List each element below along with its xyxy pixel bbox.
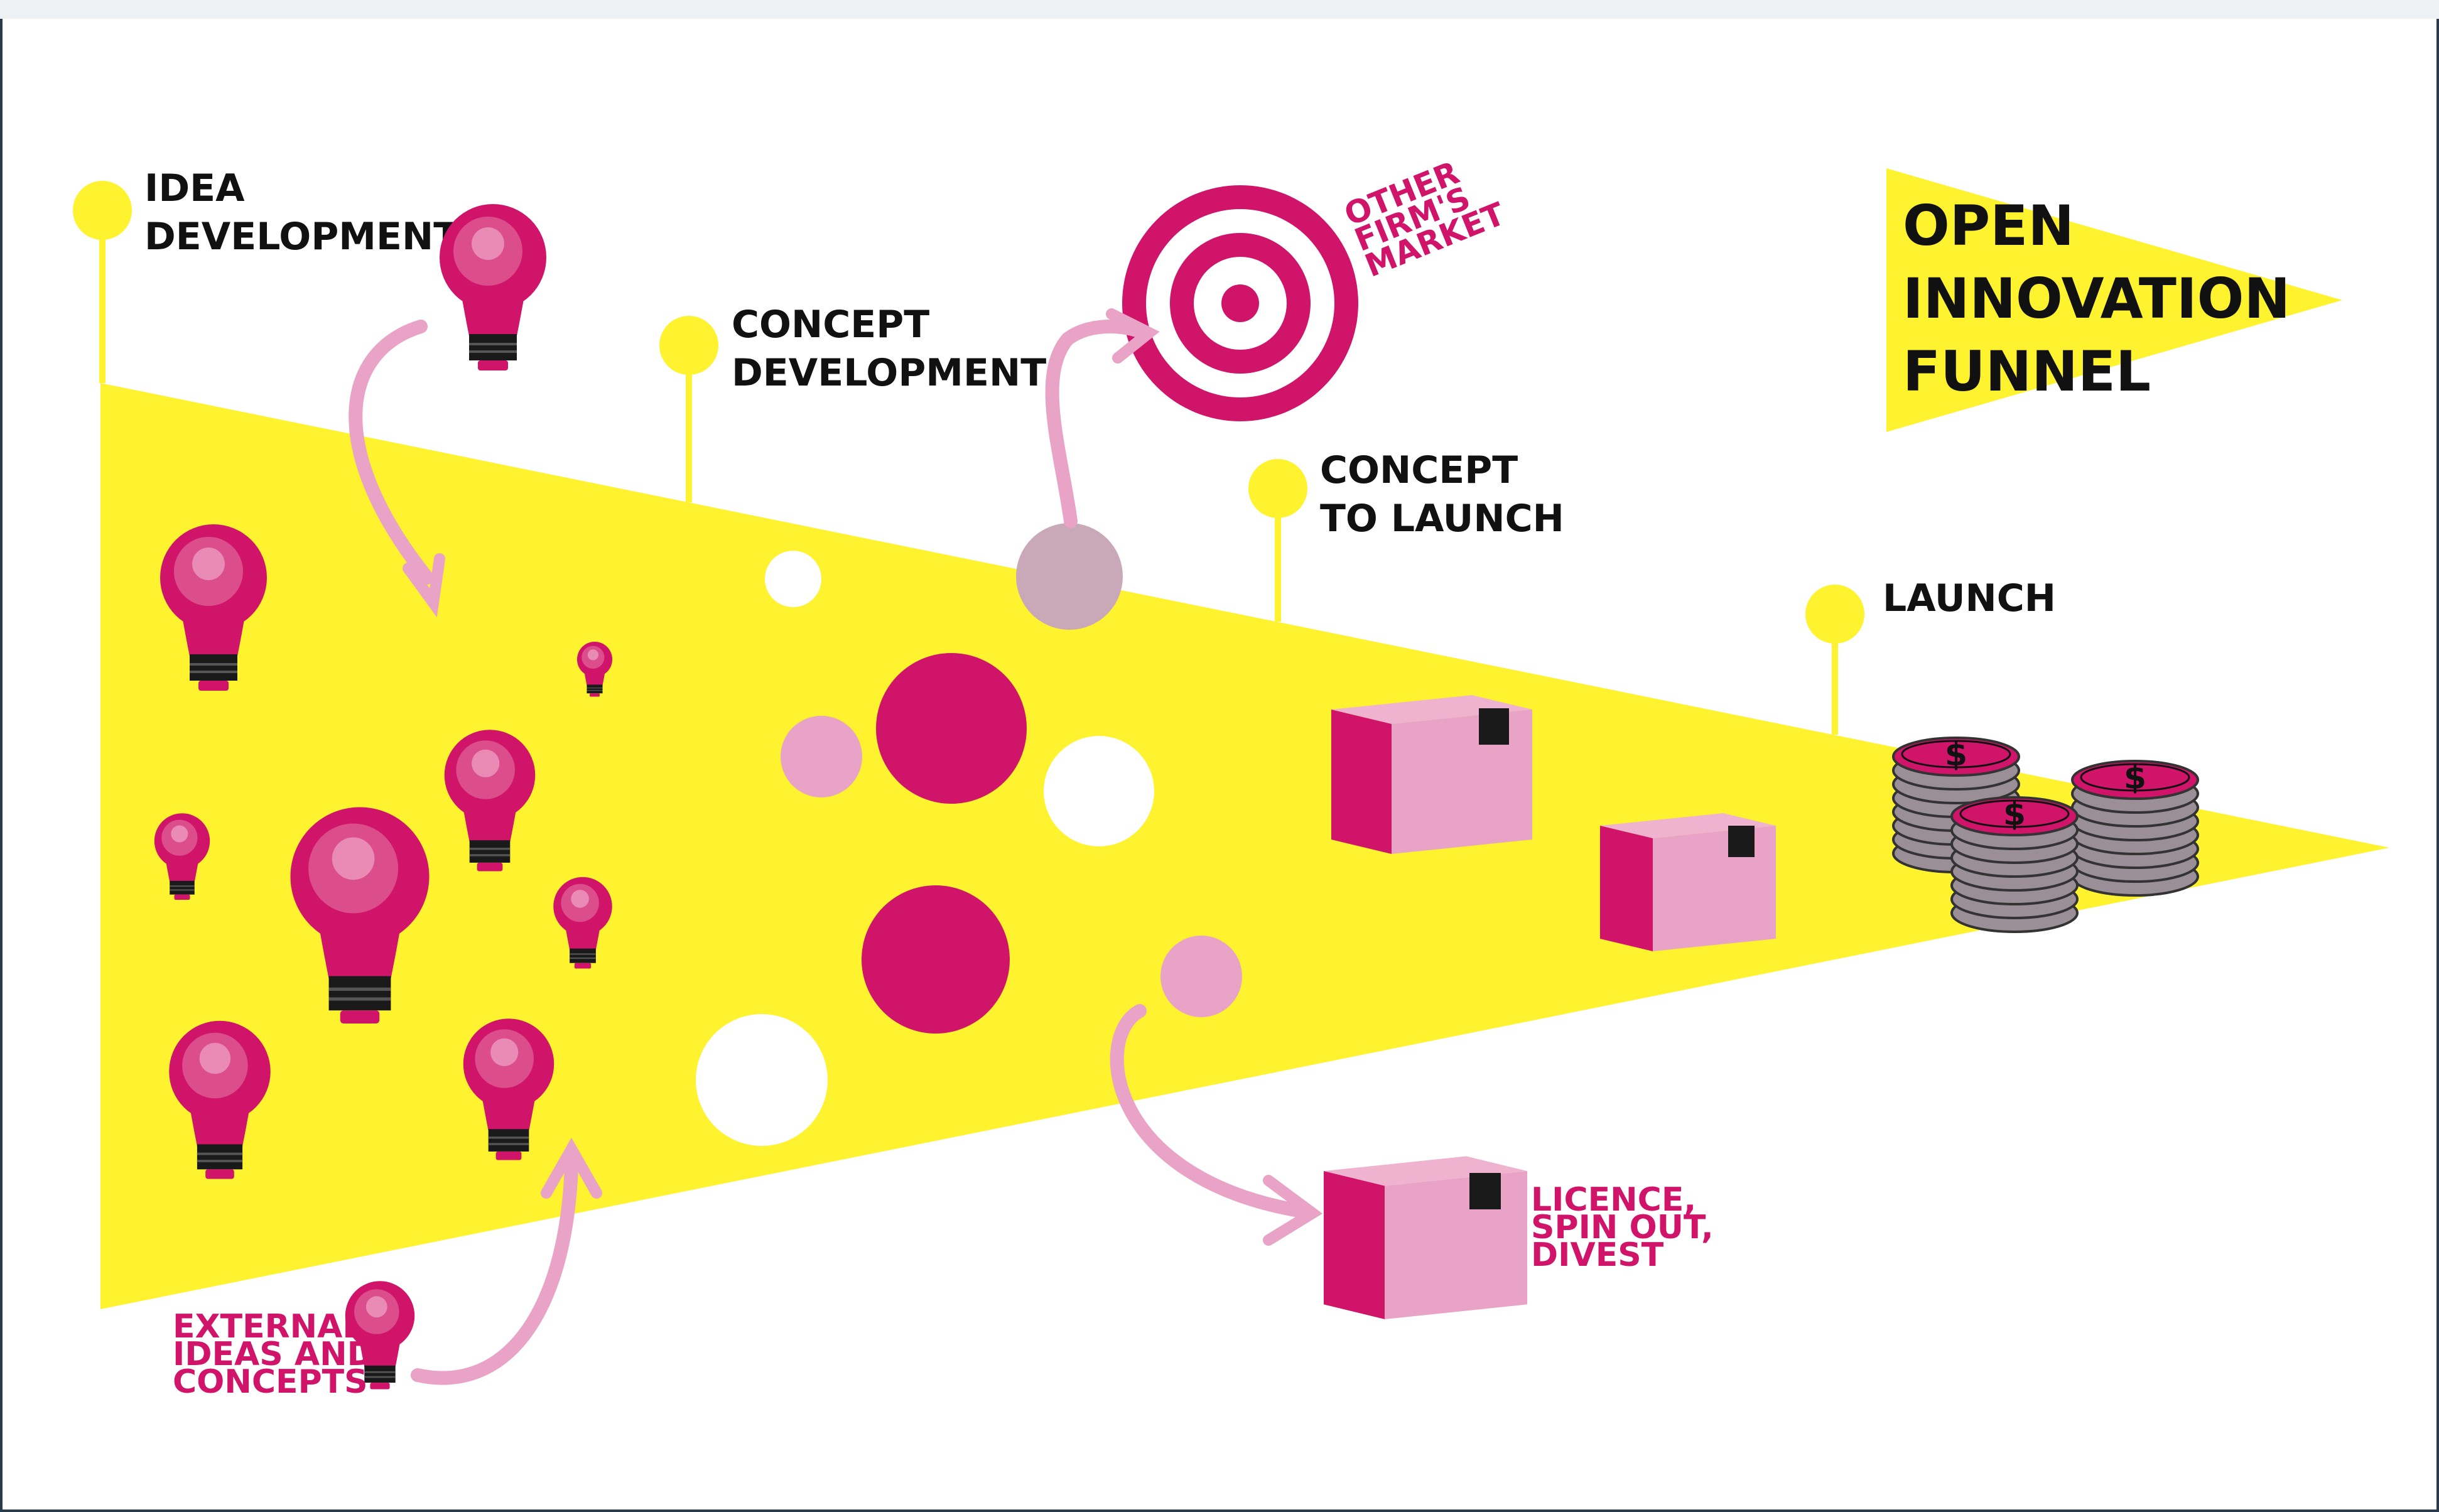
- title-pennant: OPEN INNOVATION FUNNEL: [1886, 168, 2342, 432]
- stage-marker-concept-development: [659, 316, 718, 502]
- funnel: [100, 383, 2389, 1309]
- svg-text:TO LAUNCH: TO LAUNCH: [1320, 497, 1564, 541]
- stage-label-launch: LAUNCH: [1883, 576, 2056, 620]
- top-strip: [0, 0, 2439, 19]
- svg-text:CONCEPT: CONCEPT: [1320, 448, 1518, 492]
- label-external-ideas-and-concepts: EXTERNAL IDEAS AND CONCEPTS: [173, 1308, 374, 1401]
- curved-arrow-icon: [411, 1137, 602, 1385]
- coin-stack-icon: $ $ $: [1892, 736, 2199, 933]
- curved-arrow-icon: [1110, 1004, 1323, 1246]
- svg-text:IDEAS AND: IDEAS AND: [173, 1336, 374, 1373]
- svg-text:IDEA: IDEA: [144, 166, 245, 210]
- label-licence-spin-out-divest: LICENCE, SPIN OUT, DIVEST: [1531, 1181, 1714, 1274]
- target-icon: [1122, 185, 1358, 421]
- stage-marker-launch: [1805, 585, 1864, 735]
- curved-arrow-icon: [349, 320, 445, 618]
- package-box-icon: [1331, 695, 1532, 854]
- svg-text:DIVEST: DIVEST: [1531, 1236, 1664, 1274]
- concept-bubbles: [696, 523, 1242, 1146]
- svg-text:CONCEPTS: CONCEPTS: [173, 1363, 368, 1401]
- coin-face: [1901, 740, 2011, 769]
- svg-text:DEVELOPMENT: DEVELOPMENT: [732, 351, 1046, 395]
- title-line-3: FUNNEL: [1903, 339, 2151, 404]
- stage-marker-concept-to-launch: [1248, 459, 1307, 622]
- title-line-1: OPEN: [1903, 193, 2074, 258]
- dollar-sign: $: [1945, 736, 1967, 774]
- svg-text:LAUNCH: LAUNCH: [1883, 576, 2056, 620]
- svg-text:CONCEPT: CONCEPT: [732, 303, 929, 347]
- coin-stack-2: $: [2071, 759, 2199, 897]
- stage-label-concept-to-launch: CONCEPT TO LAUNCH: [1320, 448, 1564, 541]
- svg-text:DEVELOPMENT: DEVELOPMENT: [144, 215, 459, 259]
- svg-text:EXTERNAL: EXTERNAL: [173, 1308, 364, 1346]
- svg-text:LICENCE,: LICENCE,: [1531, 1181, 1696, 1219]
- title-line-2: INNOVATION: [1903, 266, 2290, 331]
- coin-stack-3: $: [1950, 796, 2079, 933]
- coin-face: [2080, 763, 2190, 792]
- stage-marker-idea-development: [73, 181, 132, 383]
- dollar-sign: $: [2003, 796, 2026, 833]
- svg-text:SPIN OUT,: SPIN OUT,: [1531, 1209, 1714, 1246]
- curved-arrow-icon: [1045, 308, 1160, 528]
- coin-face: [1959, 799, 2070, 828]
- stage-label-concept-development: CONCEPT DEVELOPMENT: [732, 303, 1046, 395]
- stage-label-idea-development: IDEA DEVELOPMENT: [144, 166, 459, 259]
- dollar-sign: $: [2124, 759, 2146, 797]
- package-box-icon: [1600, 813, 1776, 951]
- package-box-icon: [1324, 1156, 1527, 1319]
